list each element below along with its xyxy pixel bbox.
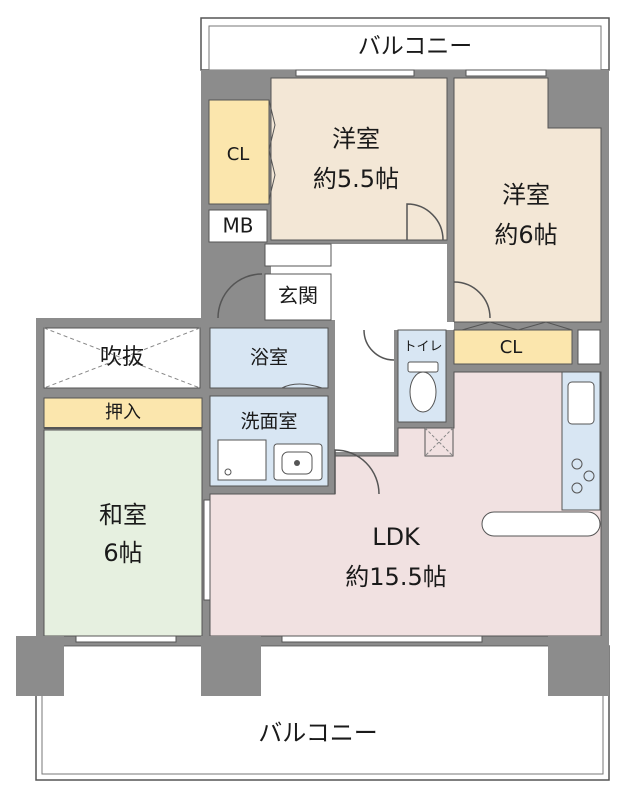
japanese-room-size: 6帖 — [103, 539, 142, 567]
western-room-2-size: 約6帖 — [494, 221, 557, 249]
closet-1-label: CL — [227, 144, 250, 165]
closet-2-side — [577, 329, 601, 365]
stove-burner-2 — [583, 470, 595, 482]
door-swings — [217, 203, 491, 495]
entrance-label: 玄関 — [278, 284, 318, 308]
void-label: 吹抜 — [100, 345, 144, 370]
stove-burner-3 — [571, 482, 583, 494]
pipe-cross-1 — [424, 427, 454, 457]
closet-2-floor — [453, 329, 573, 365]
pier-bottom-right — [548, 636, 609, 696]
kitchen-sink — [567, 381, 595, 425]
western-room-2-name: 洋室 — [502, 181, 550, 209]
storage-floor — [43, 397, 203, 429]
bathtub-edge — [281, 383, 323, 389]
western-room-1-floor — [270, 77, 448, 241]
balcony-top-inner — [208, 25, 602, 71]
ldk-size: 約15.5帖 — [345, 563, 446, 591]
meter-box-label: MB — [223, 214, 254, 238]
washroom-label: 洗面室 — [240, 411, 297, 433]
japanese-room-floor — [43, 429, 203, 637]
meter-box-floor — [208, 209, 268, 243]
toilet-tank — [407, 361, 439, 373]
bathroom-floor — [209, 327, 329, 389]
closet-2-door — [461, 321, 573, 331]
toilet-bowl — [409, 371, 437, 413]
windows — [75, 69, 547, 643]
storage-label: 押入 — [105, 402, 141, 423]
pier-bottom-mid — [201, 636, 261, 696]
closet-2-label: CL — [500, 337, 523, 358]
entrance-step — [264, 243, 332, 267]
pipe-cross-2 — [424, 427, 454, 457]
toilet-label: トイレ — [403, 340, 442, 355]
closet-1-floor — [208, 99, 270, 205]
kitchen-bar — [481, 511, 601, 537]
wash-drain — [294, 460, 300, 466]
ldk-name: LDK — [372, 523, 421, 551]
balcony-bottom-inner — [41, 645, 604, 775]
pier-bottom-left — [16, 636, 64, 696]
void-area — [43, 327, 201, 389]
washing-drain — [224, 468, 232, 476]
balcony-top-label: バルコニー — [358, 34, 473, 60]
stove-burner-1 — [571, 458, 583, 470]
washing-machine — [217, 439, 267, 481]
bathroom-label: 浴室 — [250, 347, 288, 369]
japanese-room-name: 和室 — [99, 501, 147, 529]
western-room-1-size: 約5.5帖 — [313, 165, 399, 193]
western-room-1-name: 洋室 — [332, 125, 380, 153]
balcony-bottom-label: バルコニー — [258, 719, 378, 747]
entrance-floor — [264, 273, 332, 321]
closet-1-door — [268, 99, 276, 201]
